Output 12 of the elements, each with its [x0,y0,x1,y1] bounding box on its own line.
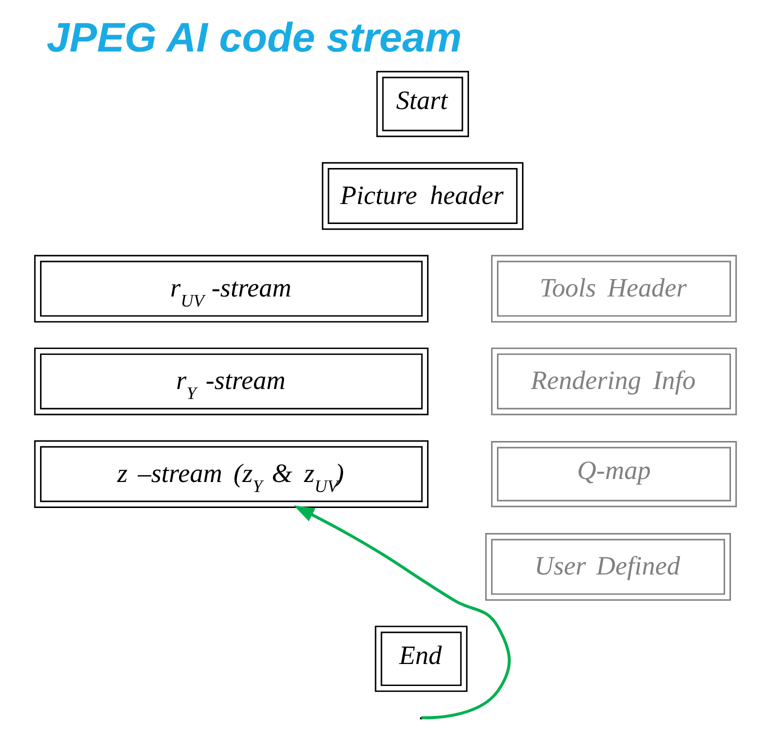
node-box: Rendering Info [490,348,736,416]
node-box: Picture header [321,162,523,230]
node-box: z –stream (z$_{Y}$ & z$_{UV}$) [34,440,428,508]
node-box: Tools Header [490,254,736,323]
node-box: r$_{UV}$ -stream [34,254,428,323]
node-box: r$_{Y}$ -stream [34,348,428,416]
node-box: Q-map [490,441,736,508]
diagram-title: JPEG AI code stream [46,14,462,61]
node-box: Start [376,70,469,138]
node-box: User Defined [484,533,730,601]
arrow [293,505,510,720]
node-box: End [374,626,468,692]
